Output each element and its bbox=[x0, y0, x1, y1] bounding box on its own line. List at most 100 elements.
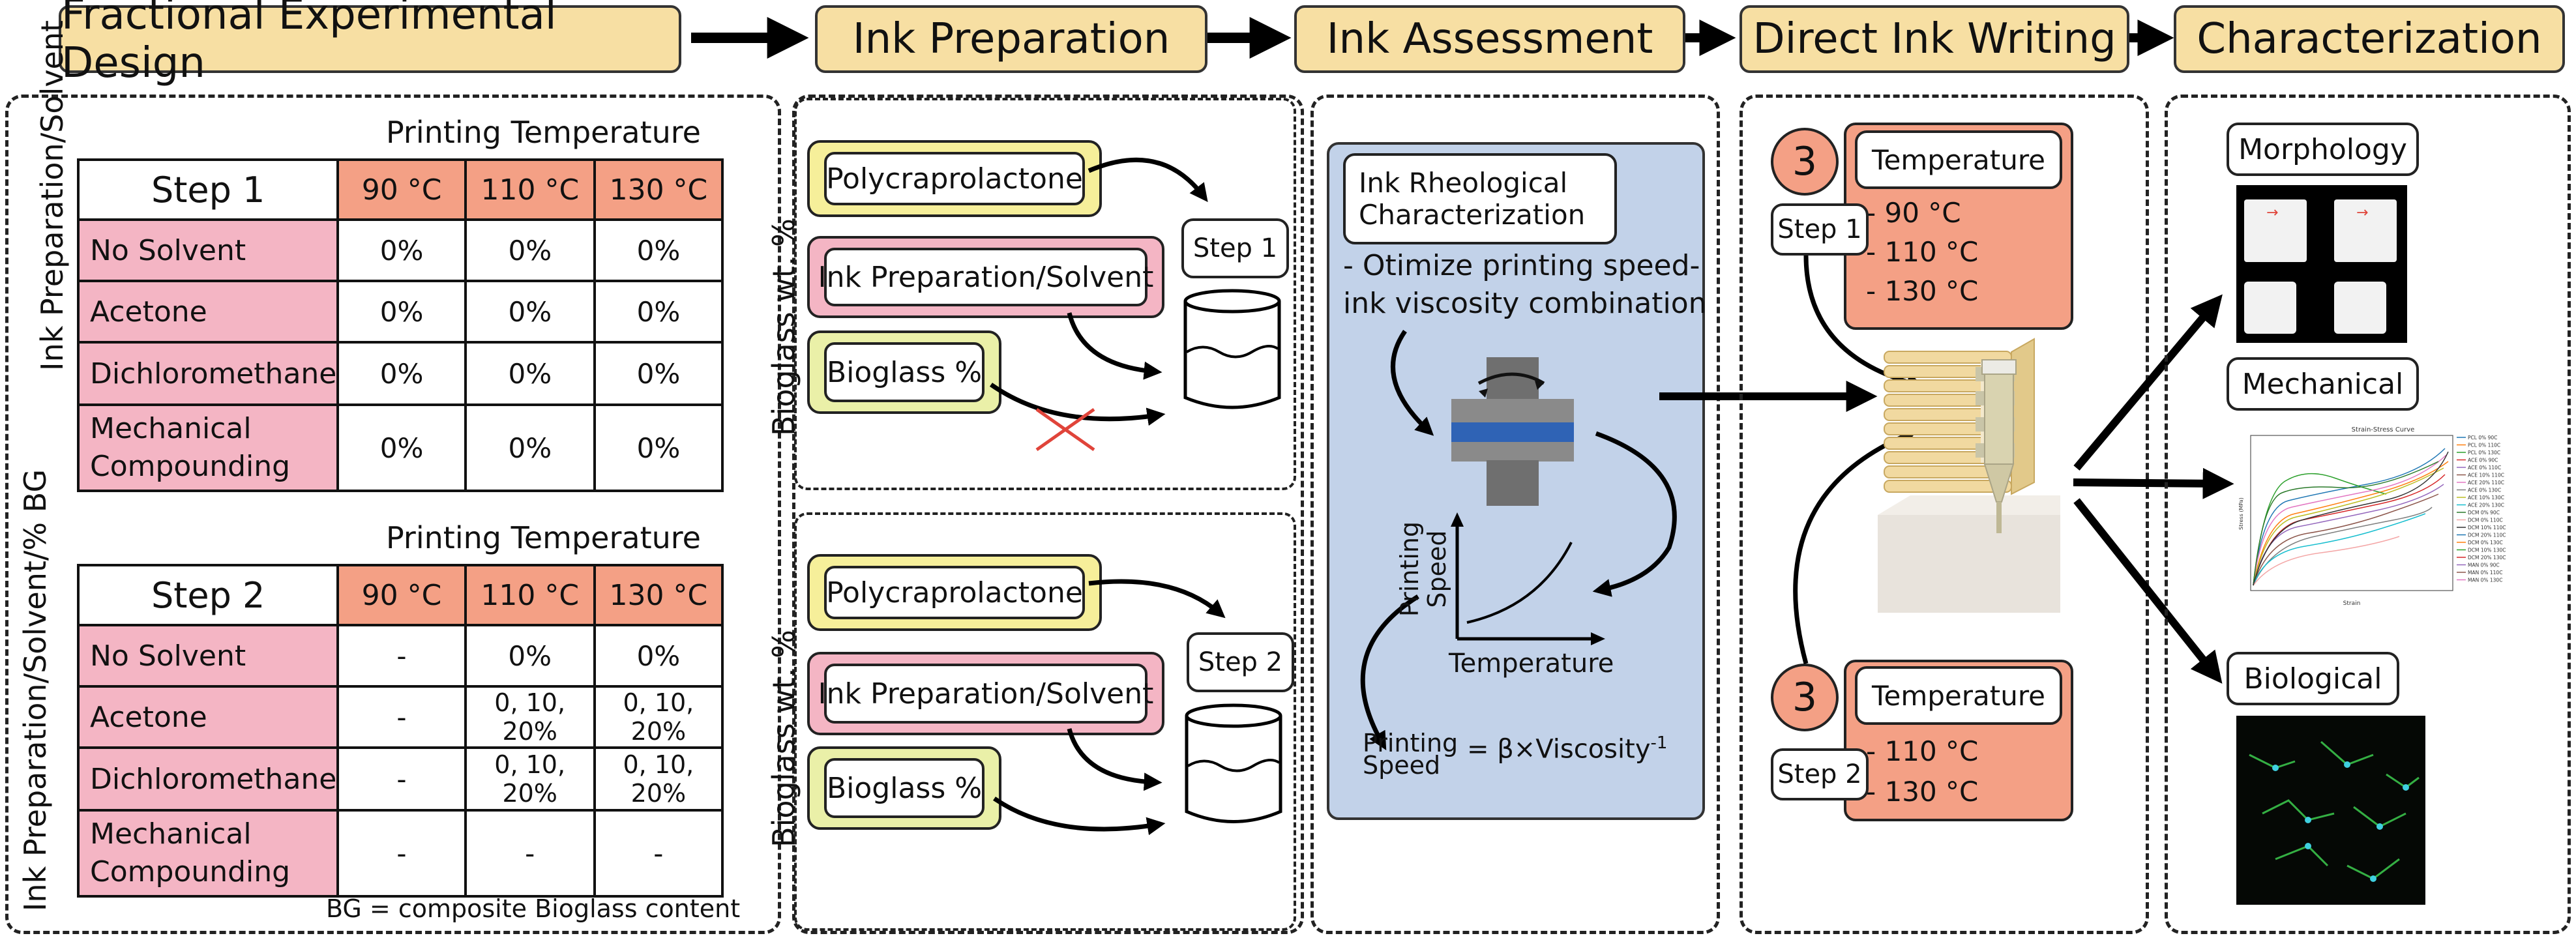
table-cell: 0, 10, 20% bbox=[593, 685, 724, 749]
legend-label: ACE 0% 90C bbox=[2468, 458, 2498, 463]
legend-label: DCM 10% 130C bbox=[2468, 548, 2506, 553]
legend-label: DCM 0% 130C bbox=[2468, 540, 2503, 546]
cell bbox=[2262, 799, 2335, 821]
arrow-polymer-step1 bbox=[1088, 157, 1208, 203]
table-cell: 0% bbox=[336, 403, 467, 492]
arrow-bioglass-step2 bbox=[993, 797, 1166, 836]
nucleus bbox=[2376, 823, 2383, 830]
table-cell: 0% bbox=[593, 280, 724, 344]
legend-label: PCL 0% 90C bbox=[2468, 435, 2497, 441]
step1-number-badge: 3 bbox=[1771, 128, 1839, 196]
row-label: Acetone bbox=[76, 685, 340, 749]
morphology-image: → → bbox=[2236, 185, 2407, 343]
chip-label: Bioglass % bbox=[824, 758, 985, 818]
panel-ink-preparation bbox=[792, 95, 1304, 934]
table-cell: 0% bbox=[593, 403, 724, 492]
curve bbox=[2253, 461, 2439, 586]
rheology-line-1: Ink Rheological bbox=[1359, 167, 1568, 199]
header-label: Fractional Experimental Design bbox=[61, 0, 557, 87]
red-arrow-icon: → bbox=[2356, 205, 2369, 221]
panel-ink-assessment bbox=[1310, 95, 1720, 934]
nucleus bbox=[2272, 765, 2279, 771]
header-arrows bbox=[691, 17, 2174, 59]
chart-ylabel: Stress (MPa) bbox=[2238, 497, 2244, 530]
step2-temp-2: - 130 °C bbox=[1866, 776, 1979, 808]
curve bbox=[2253, 506, 2433, 586]
nucleus bbox=[2305, 817, 2311, 823]
table-cell: 0, 10, 20% bbox=[464, 685, 596, 749]
legend-label: DCM 0% 90C bbox=[2468, 510, 2500, 516]
legend-label: ACE 0% 130C bbox=[2468, 488, 2501, 493]
table-cell: - bbox=[336, 624, 467, 688]
table-cell: 0% bbox=[593, 218, 724, 282]
arrow-to-plot bbox=[1592, 431, 1677, 597]
table-cell: - bbox=[336, 746, 467, 812]
legend-label: MAN 0% 110C bbox=[2468, 570, 2502, 576]
row-label: Dichloromethane bbox=[76, 746, 340, 812]
rheology-line-2: Characterization bbox=[1359, 199, 1586, 231]
temp-90: 90 °C bbox=[336, 158, 467, 221]
chip-label: Polycraprolactone bbox=[824, 152, 1085, 205]
legend-label: ACE 10% 130C bbox=[2468, 495, 2504, 501]
red-arrow-icon: → bbox=[2266, 205, 2279, 221]
arrow-to-biological bbox=[2073, 498, 2223, 684]
header-label: Direct Ink Writing bbox=[1753, 15, 2116, 63]
temperature-title-1: Temperature bbox=[1855, 130, 2062, 189]
specimen-square bbox=[2244, 282, 2296, 334]
chart-xlabel: Strain bbox=[2343, 600, 2361, 606]
legend-label: ACE 20% 130C bbox=[2468, 503, 2504, 508]
table-cell: 0% bbox=[593, 341, 724, 406]
bg-footnote: BG = composite Bioglass content bbox=[326, 894, 741, 923]
rheology-box: Ink Rheological Characterization bbox=[1343, 153, 1617, 244]
polycaprolactone-chip-1: Polycraprolactone bbox=[807, 140, 1102, 217]
step2-badge: Step 2 bbox=[1187, 632, 1294, 692]
plot-xlabel: Temperature bbox=[1449, 649, 1614, 679]
panel-experimental-design bbox=[5, 95, 781, 934]
arrow-to-equation bbox=[1360, 594, 1419, 750]
step1-title: Step 1 bbox=[76, 158, 340, 221]
header-ink-preparation: Ink Preparation bbox=[815, 5, 1207, 73]
table-cell: 0% bbox=[464, 218, 596, 282]
printing-temperature-label-1: Printing Temperature bbox=[386, 115, 701, 150]
row-label-line: Compounding bbox=[90, 450, 291, 483]
legend-label: DCM 0% 110C bbox=[2468, 518, 2503, 523]
printer-icon bbox=[1878, 338, 2060, 613]
curve bbox=[2253, 467, 2444, 586]
step2-title: Step 2 bbox=[76, 564, 340, 626]
header-label: Ink Preparation bbox=[852, 15, 1170, 63]
diw-step1-label: Step 1 bbox=[1771, 203, 1869, 256]
legend-label: PCL 0% 130C bbox=[2468, 450, 2500, 456]
specimen-square bbox=[2244, 199, 2307, 262]
arrow-polymer-step2 bbox=[1088, 579, 1226, 619]
row-label-line: Mechanical bbox=[90, 817, 252, 851]
optimize-line-2: ink viscosity combination bbox=[1343, 287, 1707, 320]
morphology-label: Morphology bbox=[2227, 123, 2419, 176]
arrow-to-rheometer bbox=[1391, 330, 1434, 436]
curve bbox=[2253, 454, 2447, 586]
step2-temp-1: - 110 °C bbox=[1866, 735, 1979, 767]
chip-label: Ink Preparation/Solvent bbox=[818, 248, 1153, 306]
polycaprolactone-chip-2: Polycraprolactone bbox=[807, 554, 1102, 631]
arrow-solvent-step2 bbox=[1067, 728, 1162, 791]
arrow-bioglass-step1 bbox=[989, 383, 1166, 426]
bioglass-chip-2: Bioglass % bbox=[807, 746, 1001, 830]
table-cell: 0, 10, 20% bbox=[464, 746, 596, 812]
solvent-chip-1: Ink Preparation/Solvent bbox=[807, 236, 1164, 318]
legend-label: ACE 20% 110C bbox=[2468, 480, 2504, 486]
table-cell: 0% bbox=[336, 218, 467, 282]
step2-number-badge: 3 bbox=[1771, 664, 1839, 731]
equation-left-2: Speed bbox=[1363, 751, 1441, 780]
panel-direct-ink-writing bbox=[1740, 95, 2149, 934]
header-experimental-design: Fractional Experimental Design bbox=[59, 0, 681, 87]
row-label: Dichloromethane bbox=[76, 341, 340, 406]
beaker-icon bbox=[1183, 289, 1281, 409]
nucleus bbox=[2370, 875, 2376, 882]
header-label: Ink Assessment bbox=[1326, 15, 1653, 63]
arrow-solvent-step1 bbox=[1067, 312, 1162, 380]
rheometer-icon bbox=[1451, 357, 1574, 506]
legend-label: PCL 0% 110C bbox=[2468, 443, 2500, 448]
temp-110: 110 °C bbox=[464, 564, 596, 626]
curve bbox=[2253, 536, 2400, 586]
